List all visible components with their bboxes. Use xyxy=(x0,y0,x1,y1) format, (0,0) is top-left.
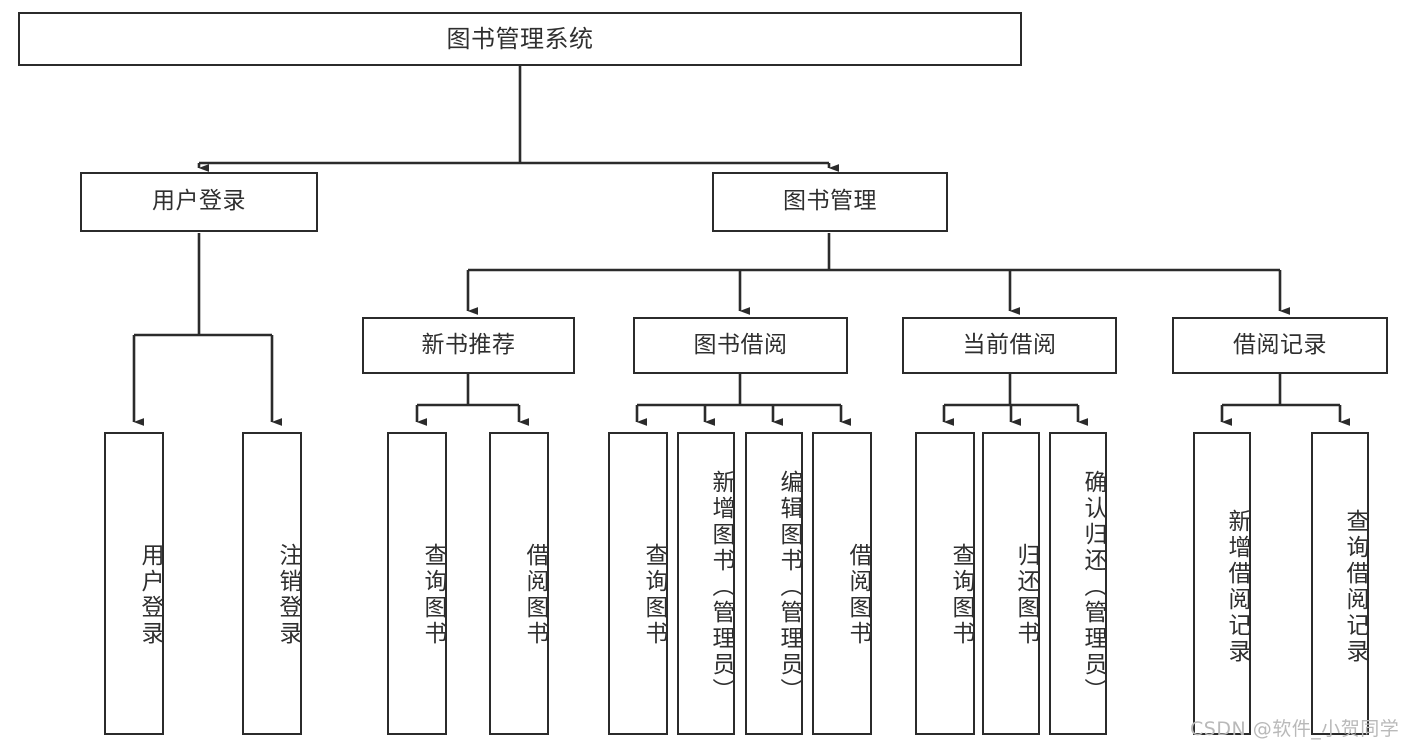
node-root-book-management-system[interactable]: 图书管理系统 xyxy=(18,12,1022,66)
leaf-query-book-borrow[interactable]: 查询图书 xyxy=(608,432,668,735)
leaf-return-book[interactable]: 归还图书 xyxy=(982,432,1040,735)
leaf-query-borrow-record[interactable]: 查询借阅记录 xyxy=(1311,432,1369,735)
leaf-query-book-current[interactable]: 查询图书 xyxy=(915,432,975,735)
node-label: 当前借阅 xyxy=(962,331,1057,358)
node-label: 图书管理 xyxy=(783,188,877,215)
leaf-borrow-book-newbook[interactable]: 借阅图书 xyxy=(489,432,549,735)
node-borrow-records[interactable]: 借阅记录 xyxy=(1172,317,1388,374)
node-label: 新增图书（管理员） xyxy=(708,469,734,704)
node-label: 归还图书 xyxy=(1013,542,1039,647)
node-label: 用户登录 xyxy=(137,542,163,647)
node-label: 编辑图书（管理员） xyxy=(776,469,802,704)
node-label: 用户登录 xyxy=(152,188,246,215)
node-label: 注销登录 xyxy=(275,542,301,647)
leaf-add-borrow-record[interactable]: 新增借阅记录 xyxy=(1193,432,1251,735)
node-label: 查询图书 xyxy=(948,542,974,647)
node-label: 图书借阅 xyxy=(693,331,788,358)
node-user-login[interactable]: 用户登录 xyxy=(80,172,318,232)
node-label: 查询借阅记录 xyxy=(1342,508,1368,665)
node-new-book-recommendation[interactable]: 新书推荐 xyxy=(362,317,575,374)
leaf-confirm-return-admin[interactable]: 确认归还（管理员） xyxy=(1049,432,1107,735)
leaf-add-book-admin[interactable]: 新增图书（管理员） xyxy=(677,432,735,735)
node-label: 新书推荐 xyxy=(421,331,516,358)
leaf-edit-book-admin[interactable]: 编辑图书（管理员） xyxy=(745,432,803,735)
node-label: 图书管理系统 xyxy=(446,24,594,53)
node-label: 确认归还（管理员） xyxy=(1080,469,1106,704)
leaf-borrow-book[interactable]: 借阅图书 xyxy=(812,432,872,735)
node-label: 查询图书 xyxy=(420,542,446,647)
node-current-borrowing[interactable]: 当前借阅 xyxy=(902,317,1117,374)
node-label: 新增借阅记录 xyxy=(1224,508,1250,665)
node-label: 借阅图书 xyxy=(522,542,548,647)
leaf-query-book-newbook[interactable]: 查询图书 xyxy=(387,432,447,735)
node-label: 借阅记录 xyxy=(1233,331,1327,358)
node-label: 借阅图书 xyxy=(845,542,871,647)
leaf-logout[interactable]: 注销登录 xyxy=(242,432,302,735)
node-book-borrowing[interactable]: 图书借阅 xyxy=(633,317,848,374)
node-book-management[interactable]: 图书管理 xyxy=(712,172,948,232)
node-label: 查询图书 xyxy=(641,542,667,647)
leaf-user-login[interactable]: 用户登录 xyxy=(104,432,164,735)
